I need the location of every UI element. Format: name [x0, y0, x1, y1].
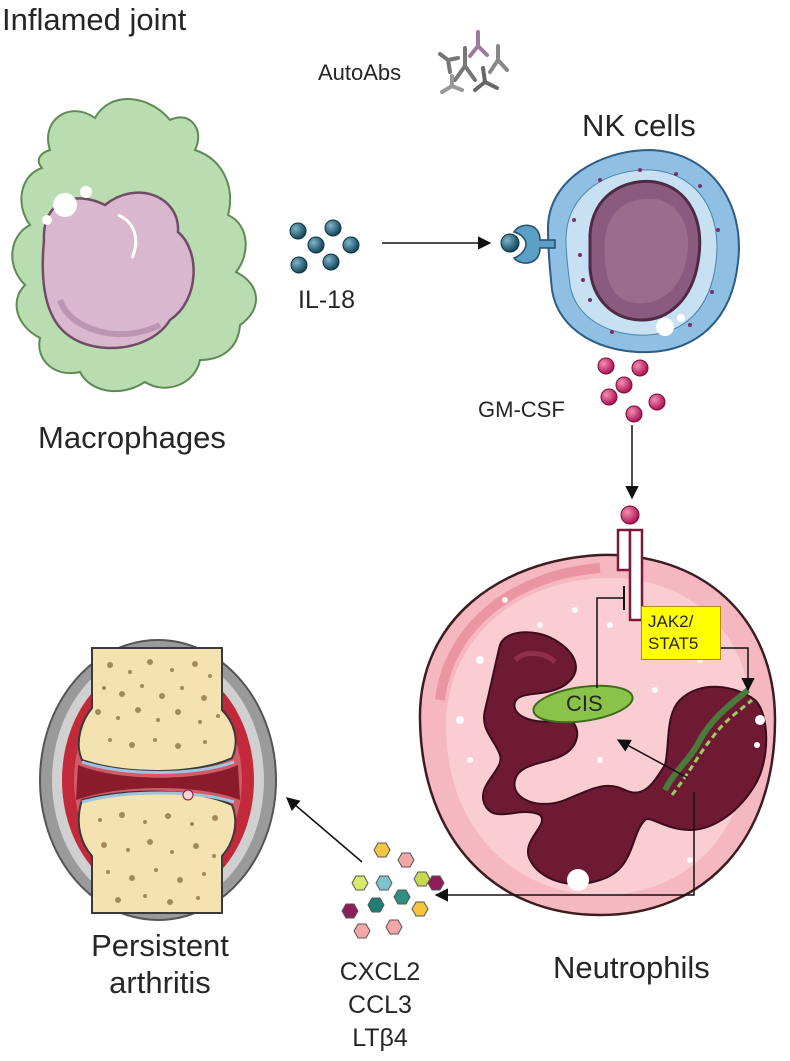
diagram-title: Inflamed joint — [2, 2, 187, 37]
macrophage-cell — [11, 98, 257, 393]
gmcsf-label: GM-CSF — [478, 397, 565, 422]
macrophages-label: Macrophages — [38, 420, 226, 455]
jak-to-nucleus-arrow — [720, 647, 755, 692]
jak2-stat5-box: JAK2/ STAT5 — [641, 606, 721, 660]
cis-label: CIS — [566, 691, 603, 716]
chemokines-to-joint-arrow — [285, 797, 363, 863]
nk-cell — [500, 148, 740, 354]
gmcsf-particles — [597, 357, 666, 423]
joint-illustration — [39, 639, 277, 921]
outcome-label-line2: arthritis — [109, 965, 211, 1000]
cis-inhibition-line — [596, 597, 623, 688]
il18-particles — [289, 219, 360, 274]
autoabs-label: AutoAbs — [318, 60, 402, 85]
chemokine-label-ltb4: LTβ4 — [352, 1024, 408, 1052]
jak2-label: JAK2/ — [648, 612, 694, 631]
neutrophils-label: Neutrophils — [553, 950, 710, 985]
nucleus-to-chemokines-arrow — [434, 792, 695, 902]
chemokine-label-cxcl2: CXCL2 — [339, 958, 421, 986]
chemokine-label-ccl3: CCL3 — [348, 991, 412, 1019]
il18-label: IL-18 — [298, 286, 355, 314]
nucleus-to-cis-arrow — [616, 739, 689, 779]
outcome-label-line1: Persistent — [91, 928, 229, 963]
stat5-label: STAT5 — [648, 634, 699, 653]
autoantibodies-icon — [438, 30, 509, 94]
chemokine-particles — [341, 842, 445, 939]
nk-cells-label: NK cells — [582, 108, 696, 143]
